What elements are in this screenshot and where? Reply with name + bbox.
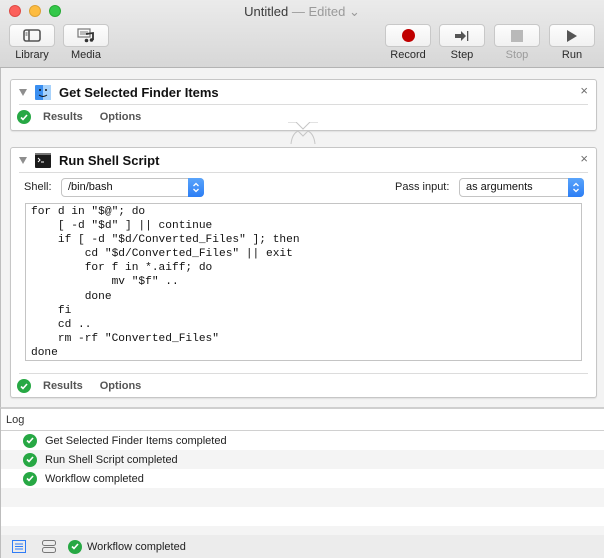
log-entry[interactable]: Get Selected Finder Items completed (1, 431, 604, 450)
media-button[interactable]: Media (63, 24, 109, 61)
step-button[interactable]: Step (439, 24, 485, 61)
action-connector (288, 122, 318, 145)
stop-label: Stop (505, 49, 529, 61)
script-editor[interactable]: for d in "$@"; do [ -d "$d" ] || continu… (25, 203, 582, 361)
action-title: Run Shell Script (59, 152, 160, 168)
disclosure-triangle-icon[interactable] (19, 156, 27, 164)
run-label: Run (561, 49, 583, 61)
pass-input-popup[interactable]: as arguments (459, 178, 584, 197)
run-button[interactable]: Run (549, 24, 595, 61)
finder-icon (35, 84, 51, 100)
workflow-area: Get Selected Finder Items × Results Opti… (0, 68, 604, 407)
divider (19, 373, 588, 374)
success-check-icon (17, 379, 31, 393)
window-toolbar: Untitled — Edited ⌄ Library Media (0, 0, 604, 68)
status-bar: Workflow completed (0, 535, 604, 558)
popup-arrows-icon (568, 178, 584, 197)
library-label: Library (15, 49, 49, 61)
remove-action-icon[interactable]: × (580, 83, 588, 98)
stop-button[interactable]: Stop (494, 24, 540, 61)
step-label: Step (450, 49, 474, 61)
log-empty-row (1, 507, 604, 526)
success-check-icon (23, 471, 37, 486)
log-empty-row (1, 526, 604, 537)
action-footer: Results Options (11, 105, 596, 129)
library-button[interactable]: Library (9, 24, 55, 61)
show-variables-icon[interactable] (42, 540, 56, 553)
action-title: Get Selected Finder Items (59, 84, 219, 100)
zoom-window-button[interactable] (49, 5, 61, 17)
action-run-shell-script[interactable]: Run Shell Script × Shell: /bin/bash Pass… (10, 147, 597, 398)
media-icon (77, 28, 94, 43)
shell-popup[interactable]: /bin/bash (61, 178, 204, 197)
title-chevron-icon: ⌄ (348, 4, 360, 19)
stop-icon (511, 29, 523, 42)
pass-input-label: Pass input: (395, 181, 450, 193)
status-text: Workflow completed (87, 540, 186, 553)
log-entry-text: Get Selected Finder Items completed (45, 434, 227, 447)
action-header: Run Shell Script × (11, 148, 596, 172)
remove-action-icon[interactable]: × (580, 151, 588, 166)
log-header[interactable]: Log (1, 409, 604, 431)
shell-options-row: Shell: /bin/bash Pass input: as argument… (11, 173, 596, 203)
success-check-icon (23, 452, 37, 467)
popup-arrows-icon (188, 178, 204, 197)
results-tab[interactable]: Results (43, 111, 83, 123)
action-header: Get Selected Finder Items × (11, 80, 596, 104)
shell-value: /bin/bash (68, 181, 113, 193)
step-icon (455, 30, 469, 41)
record-label: Record (390, 49, 426, 61)
results-tab[interactable]: Results (43, 380, 83, 392)
log-entry-text: Workflow completed (45, 472, 144, 485)
record-icon (401, 29, 415, 42)
log-entry[interactable]: Run Shell Script completed (1, 450, 604, 469)
window-title[interactable]: Untitled — Edited ⌄ (0, 4, 604, 20)
shell-label: Shell: (24, 181, 52, 193)
action-get-selected-finder-items[interactable]: Get Selected Finder Items × Results Opti… (10, 79, 597, 131)
options-tab[interactable]: Options (99, 111, 142, 123)
run-icon (567, 29, 577, 42)
document-name: Untitled (244, 4, 289, 19)
media-label: Media (71, 49, 101, 61)
window-controls (9, 5, 61, 17)
disclosure-triangle-icon[interactable] (19, 88, 27, 96)
log-entry[interactable]: Workflow completed (1, 469, 604, 488)
terminal-icon (35, 152, 51, 168)
minimize-window-button[interactable] (29, 5, 41, 17)
close-window-button[interactable] (9, 5, 21, 17)
show-log-icon[interactable] (12, 540, 26, 553)
log-panel: Log Get Selected Finder Items completed … (0, 407, 604, 537)
edited-status: — Edited (291, 4, 346, 19)
divider (19, 172, 588, 173)
pass-input-value: as arguments (466, 181, 533, 193)
log-empty-row (1, 488, 604, 507)
success-check-icon (23, 433, 37, 448)
action-footer: Results Options (11, 374, 596, 398)
log-entry-text: Run Shell Script completed (45, 453, 178, 466)
library-icon (23, 29, 41, 42)
options-tab[interactable]: Options (99, 380, 142, 392)
success-check-icon (17, 110, 31, 124)
divider (19, 104, 588, 105)
record-button[interactable]: Record (385, 24, 431, 61)
success-check-icon (68, 539, 82, 554)
